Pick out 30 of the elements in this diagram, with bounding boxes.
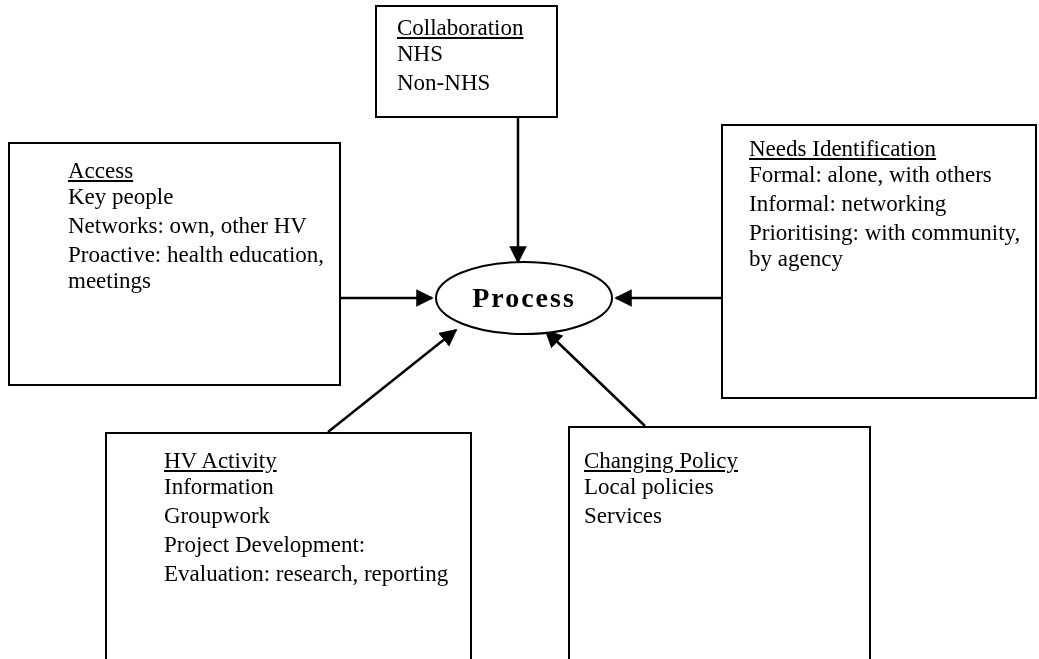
arrow (341, 289, 434, 307)
list-item: Prioritising: with community, by agency (749, 220, 1022, 272)
category-box (568, 426, 871, 659)
list-item: Local policies (584, 474, 714, 500)
arrow (327, 328, 458, 433)
box-heading: Needs Identification (749, 136, 937, 162)
list-item: Formal: alone, with others (749, 162, 992, 188)
list-item: Informal: networking (749, 191, 947, 217)
arrow (509, 118, 527, 264)
list-item: Networks: own, other HV (68, 213, 307, 239)
list-item: Non-NHS (397, 70, 491, 96)
list-item: Key people (68, 184, 174, 210)
category-box (105, 432, 472, 659)
box-heading: Collaboration (397, 15, 524, 41)
list-item: NHS (397, 41, 443, 67)
center-label: Process (471, 281, 577, 315)
list-item: Project Development: (164, 532, 366, 558)
list-item: Groupwork (164, 503, 271, 529)
box-heading: Access (68, 158, 134, 184)
box-heading: HV Activity (164, 448, 277, 474)
arrow (614, 289, 721, 307)
list-item: Proactive: health education, meetings (68, 242, 326, 294)
list-item: Information (164, 474, 274, 500)
box-heading: Changing Policy (584, 448, 738, 474)
list-item: Services (584, 503, 662, 529)
category-box (721, 124, 1037, 399)
category-box (8, 142, 341, 386)
category-box (375, 5, 558, 118)
process-ellipse (434, 260, 614, 336)
list-item: Evaluation: research, reporting (164, 561, 449, 587)
